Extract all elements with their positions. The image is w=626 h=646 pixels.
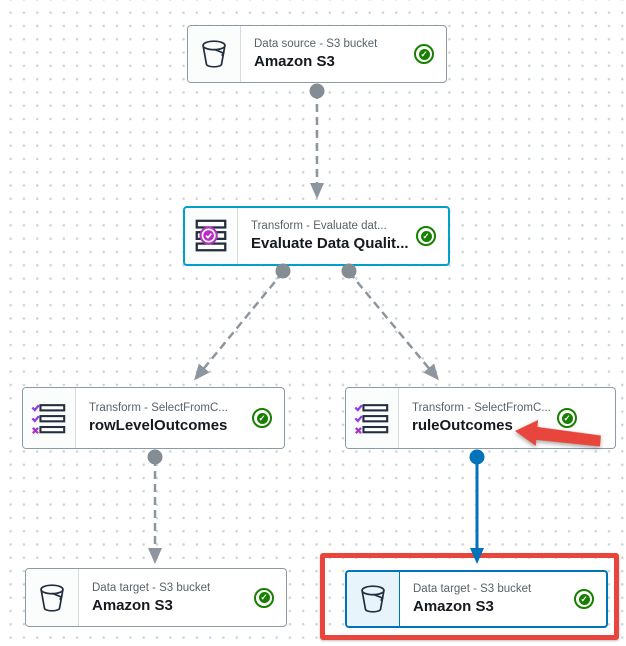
node-row-level-outcomes[interactable]: Transform - SelectFromC... rowLevelOutco… (22, 387, 285, 449)
s3-bucket-icon (26, 569, 79, 626)
s3-bucket-icon (188, 26, 241, 82)
success-status-icon: ✓ (416, 226, 436, 246)
node-data-source[interactable]: Data source - S3 bucket Amazon S3 ✓ (187, 25, 447, 83)
select-from-collection-icon (346, 388, 399, 448)
node-type-label: Transform - SelectFromC... (89, 402, 228, 414)
node-type-label: Transform - SelectFromC... (412, 402, 551, 414)
success-status-icon: ✓ (254, 587, 274, 608)
select-from-collection-icon (23, 388, 76, 448)
evaluate-data-quality-icon (185, 208, 238, 264)
node-data-target-left[interactable]: Data target - S3 bucket Amazon S3 ✓ (25, 568, 287, 627)
success-status-icon: ✓ (574, 589, 594, 609)
edge-evaluate-to-rowlevel (194, 271, 284, 381)
node-name-label: Amazon S3 (254, 53, 335, 70)
output-port-source[interactable] (309, 83, 325, 99)
node-rule-outcomes[interactable]: Transform - SelectFromC... ruleOutcomes … (345, 387, 616, 449)
output-port-rowlevel[interactable] (147, 449, 163, 465)
node-type-label: Data source - S3 bucket (254, 38, 378, 50)
success-status-icon: ✓ (252, 408, 272, 428)
node-type-label: Transform - Evaluate dat... (251, 220, 387, 232)
node-name-label: ruleOutcomes (412, 417, 513, 434)
s3-bucket-icon (347, 572, 400, 626)
node-name-label: Amazon S3 (413, 598, 494, 615)
node-type-label: Data target - S3 bucket (92, 581, 211, 594)
edge-evaluate-to-ruleoutcomes (348, 271, 439, 381)
node-type-label: Data target - S3 bucket (413, 583, 532, 595)
success-status-icon: ✓ (557, 408, 577, 428)
node-data-target-right[interactable]: Data target - S3 bucket Amazon S3 ✓ (345, 570, 608, 628)
node-name-label: Amazon S3 (92, 596, 173, 614)
node-name-label: Evaluate Data Qualit... (251, 235, 409, 252)
node-evaluate-data-quality[interactable]: Transform - Evaluate dat... Evaluate Dat… (183, 206, 450, 266)
node-name-label: rowLevelOutcomes (89, 417, 228, 434)
success-status-icon: ✓ (414, 44, 434, 64)
output-port-ruleoutcomes[interactable] (469, 449, 485, 465)
